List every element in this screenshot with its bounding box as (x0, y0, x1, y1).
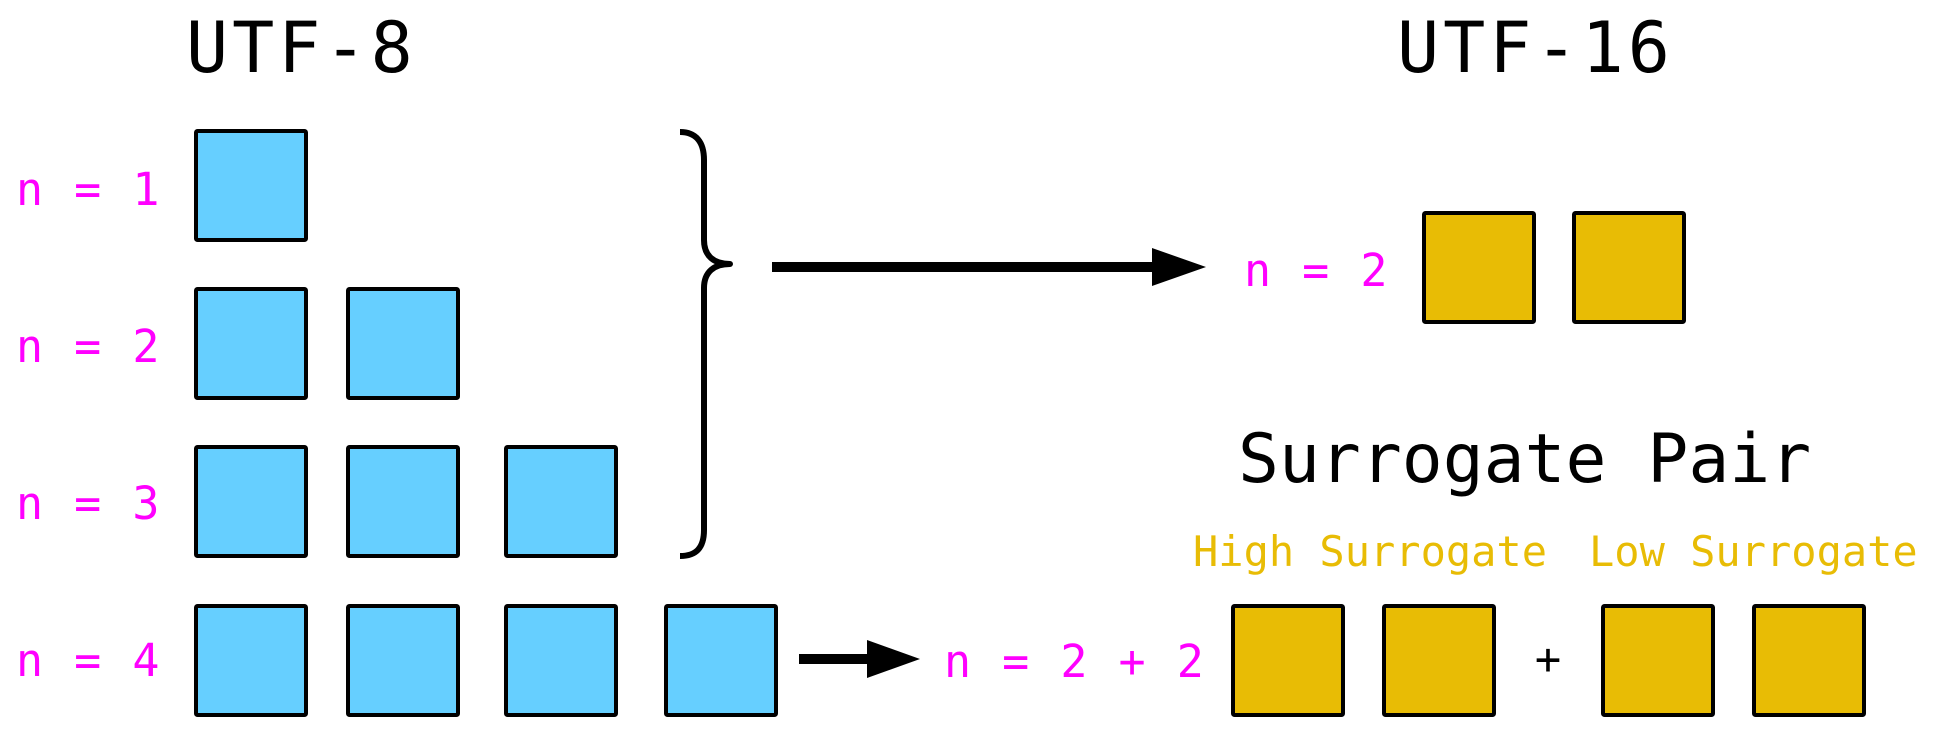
high-surrogate-unit-box (1382, 604, 1496, 717)
utf8-byte-box (194, 604, 308, 717)
high-surrogate-unit-group (1231, 604, 1496, 717)
arrow-right-icon (772, 248, 1206, 286)
utf8-byte-box (504, 445, 618, 558)
utf8-row-label-2: n = 2 (16, 320, 161, 373)
utf8-row-label-3: n = 3 (16, 477, 161, 530)
utf8-byte-box (194, 129, 308, 242)
utf8-byte-box (194, 287, 308, 400)
utf16-title: UTF-16 (1397, 7, 1674, 89)
high-surrogate-label: High Surrogate (1193, 527, 1547, 576)
surrogate-size-label: n = 2 + 2 (944, 635, 1206, 688)
surrogate-pair-title: Surrogate Pair (1238, 420, 1811, 499)
utf16-code-unit-box (1422, 211, 1536, 324)
utf8-byte-box (664, 604, 778, 717)
high-surrogate-unit-box (1231, 604, 1345, 717)
utf8-byte-grid (194, 129, 778, 717)
utf8-byte-box (346, 287, 460, 400)
utf8-byte-box (194, 445, 308, 558)
utf8-row-label-1: n = 1 (16, 163, 161, 216)
low-surrogate-unit-group (1601, 604, 1866, 717)
utf8-row-label-4: n = 4 (16, 634, 161, 687)
curly-brace-icon (679, 129, 733, 559)
utf8-byte-box (504, 604, 618, 717)
low-surrogate-unit-box (1601, 604, 1715, 717)
utf8-byte-box (346, 604, 460, 717)
plus-sign: + (1535, 634, 1562, 685)
utf8-byte-box (346, 445, 460, 558)
utf16-code-unit-box (1572, 211, 1686, 324)
utf16-bmp-label: n = 2 (1244, 244, 1389, 297)
utf8-title: UTF-8 (186, 7, 417, 89)
low-surrogate-label: Low Surrogate (1589, 527, 1918, 576)
utf16-bmp-unit-group (1422, 211, 1686, 324)
low-surrogate-unit-box (1752, 604, 1866, 717)
arrow-right-icon (799, 640, 920, 678)
